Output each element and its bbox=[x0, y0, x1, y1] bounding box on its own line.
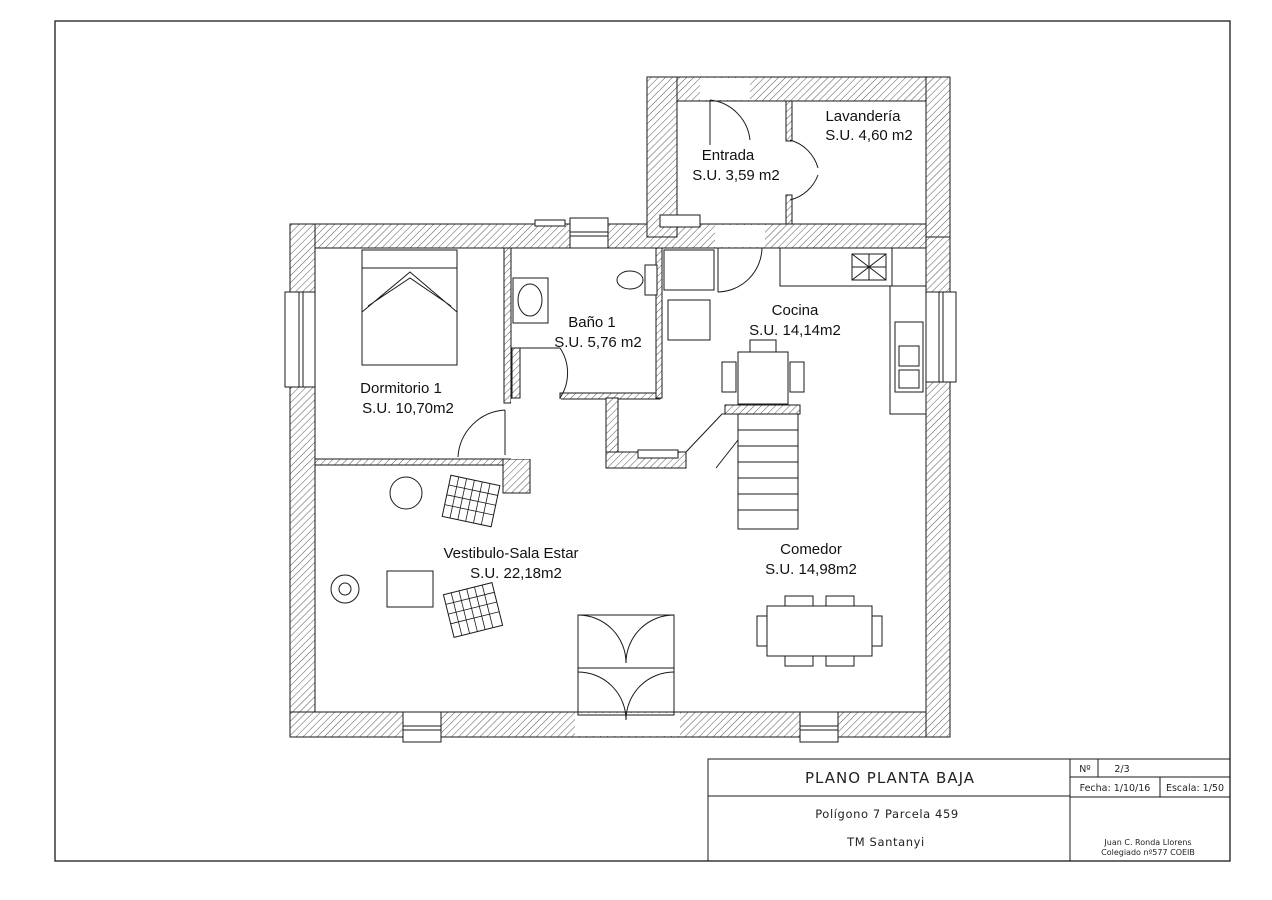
openings bbox=[511, 78, 765, 736]
label-dormitorio-name: Dormitorio 1 bbox=[360, 380, 442, 397]
window-south-1 bbox=[402, 711, 442, 743]
door-dormitorio bbox=[457, 409, 506, 458]
door-front bbox=[577, 614, 675, 721]
fridge bbox=[663, 249, 715, 291]
label-entrada-area: S.U. 3,59 m2 bbox=[692, 167, 780, 184]
wall-entrada-lav bbox=[785, 100, 793, 142]
title-block-location-1: Polígono 7 Parcela 459 bbox=[815, 807, 959, 821]
wall-annex-west bbox=[646, 76, 678, 238]
title-block-number-label: Nº bbox=[1079, 764, 1091, 775]
appliance bbox=[667, 299, 711, 341]
door-cocina bbox=[717, 247, 763, 293]
side-table bbox=[389, 476, 423, 510]
wall-dorm-bath bbox=[503, 247, 512, 404]
title-block-title: PLANO PLANTA BAJA bbox=[805, 769, 975, 787]
title-block-author-1: Juan C. Ronda Llorens bbox=[1103, 838, 1191, 847]
wall-bath-cocina bbox=[655, 247, 663, 399]
armchair-1 bbox=[441, 474, 501, 528]
window-north-1 bbox=[569, 217, 609, 249]
window-annex bbox=[659, 214, 701, 228]
title-block-scale: Escala: 1/50 bbox=[1166, 783, 1224, 794]
title-block-location-2: TM Santanyi bbox=[846, 835, 925, 849]
sheet-border bbox=[54, 20, 1231, 862]
label-lavanderia-area: S.U. 4,60 m2 bbox=[825, 127, 913, 144]
dining-table bbox=[766, 605, 873, 657]
label-entrada-name: Entrada bbox=[702, 147, 755, 164]
title-block bbox=[707, 758, 1231, 862]
label-vestibulo-area: S.U. 22,18m2 bbox=[470, 565, 562, 582]
label-comedor-area: S.U. 14,98m2 bbox=[765, 561, 857, 578]
window-south-2 bbox=[799, 711, 839, 743]
label-cocina-area: S.U. 14,14m2 bbox=[749, 322, 841, 339]
wall-stair-top bbox=[724, 404, 801, 415]
doors bbox=[457, 99, 819, 721]
window-north-2 bbox=[534, 219, 566, 227]
coffee-table bbox=[386, 570, 434, 608]
label-bano-name: Baño 1 bbox=[568, 314, 616, 331]
toilet bbox=[644, 264, 658, 296]
label-vestibulo-name: Vestibulo-Sala Estar bbox=[443, 545, 578, 562]
windows bbox=[284, 214, 957, 743]
wall-stub-1 bbox=[502, 458, 531, 494]
title-block-date: Fecha: 1/10/16 bbox=[1080, 783, 1151, 794]
title-block-author-2: Colegiado nº577 COEIB bbox=[1101, 848, 1195, 857]
label-lavanderia-name: Lavandería bbox=[825, 108, 901, 125]
label-dormitorio-area: S.U. 10,70m2 bbox=[362, 400, 454, 417]
door-entrada-main bbox=[709, 99, 751, 145]
armchair-pattern bbox=[444, 476, 500, 636]
label-bano-area: S.U. 5,76 m2 bbox=[554, 334, 642, 351]
wall-annex-north bbox=[646, 76, 951, 102]
furniture bbox=[330, 247, 927, 667]
wall-stub-2 bbox=[511, 347, 521, 399]
wall-entrada-lav-2 bbox=[785, 194, 793, 225]
wall-annex-east bbox=[925, 76, 951, 238]
window-east-1 bbox=[925, 291, 957, 383]
wall-north-main bbox=[289, 223, 951, 249]
title-block-number-value: 2/3 bbox=[1114, 764, 1129, 775]
stairs bbox=[737, 413, 799, 530]
wall-dorm-south bbox=[314, 458, 511, 466]
room-labels: Lavandería S.U. 4,60 m2 Entrada S.U. 3,5… bbox=[360, 108, 913, 582]
armchair-2 bbox=[442, 581, 504, 639]
label-comedor-name: Comedor bbox=[780, 541, 842, 558]
label-cocina-name: Cocina bbox=[772, 302, 819, 319]
door-lavanderia bbox=[789, 139, 819, 201]
window-west-1 bbox=[284, 291, 316, 388]
door-bano bbox=[520, 347, 569, 399]
kitchen-table bbox=[737, 351, 789, 405]
